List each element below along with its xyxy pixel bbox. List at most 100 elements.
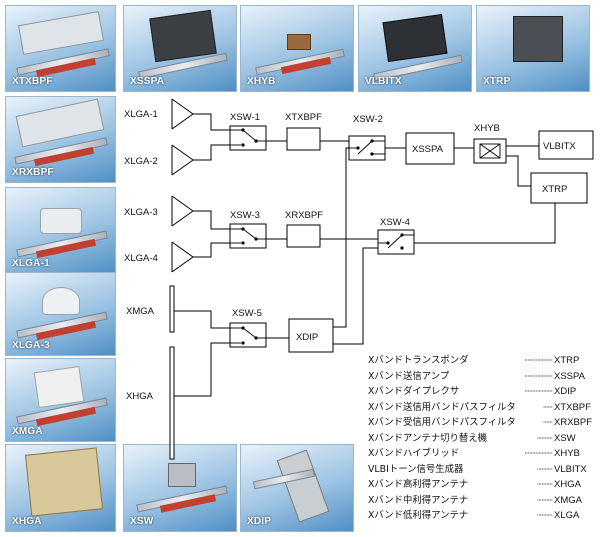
- switch-xsw1: [229, 125, 267, 151]
- legend-row: Xバンド高利得アンテナ··········XHGA: [368, 477, 600, 493]
- legend-row: Xバンド受信用バンドパスフィルタ······XRXBPF: [368, 415, 600, 431]
- label-xsspa: XSSPA: [412, 144, 444, 155]
- photo-xlga3: XLGA-3: [5, 272, 116, 356]
- photo-xlga1: XLGA-1: [5, 187, 116, 274]
- legend-description: Xバンドアンテナ切り替え機: [368, 432, 488, 444]
- legend-description: Xバンドハイブリッド: [368, 448, 460, 459]
- label-xlga2: XLGA-2: [124, 156, 158, 167]
- photo-xdip: XDIP: [240, 444, 354, 532]
- connection-lines: [266, 140, 556, 345]
- legend-description: Xバンド送信用バンドパスフィルタ: [368, 401, 516, 413]
- legend-abbr: XTXBPF: [554, 401, 591, 413]
- photo-label: XHYB: [247, 76, 276, 87]
- legend-description: Xバンド中利得アンテナ: [368, 494, 469, 506]
- legend-description: Xバンドダイプレクサ: [368, 386, 460, 397]
- xtrp-object: [513, 16, 563, 62]
- legend-abbr: XSW: [554, 432, 576, 444]
- legend: Xバンドトランスポンダ··················XTRP Xバンド送信…: [368, 353, 600, 524]
- antenna-xlga3: [171, 195, 230, 230]
- label-xlga4: XLGA-4: [124, 253, 158, 264]
- legend-dots: ··················: [524, 449, 553, 458]
- photo-label: XTRP: [483, 76, 511, 87]
- photo-label: XTXBPF: [12, 76, 53, 87]
- photo-label: XRXBPF: [12, 167, 54, 178]
- photo-vlbitx: VLBITX: [358, 5, 472, 92]
- label-xsw5: XSW-5: [232, 308, 262, 319]
- photo-xhga: XHGA: [5, 444, 116, 532]
- hybrid-symbol: [479, 143, 501, 159]
- switch-dots: [241, 128, 404, 345]
- xlga1-object: [40, 208, 82, 234]
- block-xrxbpf: [286, 224, 321, 248]
- photo-xtrp: XTRP: [476, 5, 590, 92]
- legend-row: Xバンドハイブリッド ··················XHYB: [368, 446, 600, 462]
- xsw-object: [168, 463, 196, 487]
- legend-row: Xバンドダイプレクサ··················XDIP: [368, 384, 600, 400]
- label-xsw3: XSW-3: [230, 210, 260, 221]
- legend-description: Xバンド受信用バンドパスフィルタ: [368, 417, 516, 428]
- legend-row: VLBIトーン信号生成器 ··········VLBITX: [368, 462, 600, 478]
- label-xhga: XHGA: [126, 391, 154, 402]
- antenna-xlga1: [171, 98, 230, 131]
- legend-row: Xバンドトランスポンダ ··················XTRP: [368, 353, 600, 369]
- label-xsw2: XSW-2: [353, 114, 383, 125]
- label-xsw4: XSW-4: [380, 217, 410, 228]
- label-xdip: XDIP: [296, 332, 318, 343]
- legend-row: Xバンド送信用バンドパスフィルタ ······XTXBPF: [368, 400, 600, 416]
- label-xlga3: XLGA-3: [124, 207, 158, 218]
- photo-label: XDIP: [247, 516, 272, 527]
- legend-dots: ··········: [536, 495, 553, 505]
- block-xtxbpf: [286, 127, 321, 151]
- label-xtrp: XTRP: [542, 184, 567, 195]
- block-xhyb: [473, 138, 507, 164]
- block-xdip: [288, 318, 334, 353]
- legend-abbr: XHGA: [554, 479, 581, 490]
- legend-abbr: XDIP: [554, 386, 577, 397]
- switch-xsw4: [377, 229, 415, 255]
- legend-abbr: XTRP: [554, 355, 580, 366]
- xlga3-object: [42, 287, 80, 315]
- antenna-xhga: [169, 342, 230, 460]
- legend-description: Xバンド高利得アンテナ: [368, 479, 469, 490]
- switch-symbols: [230, 129, 414, 344]
- photo-xsw: XSW: [123, 444, 237, 532]
- photo-xmga: XMGA: [5, 358, 116, 442]
- photo-label: XSW: [130, 516, 154, 527]
- photo-xrxbpf: XRXBPF: [5, 96, 116, 183]
- label-xtxbpf: XTXBPF: [285, 112, 322, 123]
- block-vlbitx: [538, 130, 594, 160]
- label-xlga1: XLGA-1: [124, 109, 158, 120]
- legend-dots: ··················: [524, 371, 553, 381]
- label-xmga: XMGA: [126, 306, 155, 317]
- antenna-xlga4: [171, 241, 230, 273]
- photo-xhyb: XHYB: [240, 5, 354, 92]
- legend-abbr: XSSPA: [554, 370, 585, 382]
- photo-label: XHGA: [12, 516, 42, 527]
- block-xtrp: [530, 172, 588, 204]
- legend-abbr: VLBITX: [554, 463, 587, 475]
- legend-description: Xバンド低利得アンテナ: [368, 510, 469, 521]
- label-xrxbpf: XRXBPF: [285, 210, 323, 221]
- legend-dots: ··········: [536, 464, 553, 474]
- legend-abbr: XRXBPF: [554, 417, 593, 428]
- legend-abbr: XHYB: [554, 448, 580, 459]
- legend-abbr: XMGA: [554, 494, 582, 506]
- legend-dots: ······: [542, 402, 553, 412]
- legend-dots: ··········: [536, 511, 553, 520]
- photo-label: VLBITX: [365, 76, 402, 87]
- legend-dots: ··········: [536, 433, 553, 443]
- legend-dots: ··················: [524, 356, 553, 365]
- label-vlbitx: VLBITX: [543, 141, 576, 152]
- antenna-xlga2: [171, 144, 230, 176]
- xhyb-object: [287, 34, 311, 50]
- antenna-xmga: [169, 285, 230, 333]
- legend-description: Xバンドトランスポンダ: [368, 355, 469, 366]
- photo-label: XMGA: [12, 426, 43, 437]
- legend-description: Xバンド送信アンプ: [368, 370, 450, 382]
- photo-xtxbpf: XTXBPF: [5, 5, 116, 92]
- label-xsw1: XSW-1: [230, 112, 260, 123]
- legend-description: VLBIトーン信号生成器: [368, 463, 464, 475]
- label-xhyb: XHYB: [474, 123, 500, 134]
- legend-abbr: XLGA: [554, 510, 580, 521]
